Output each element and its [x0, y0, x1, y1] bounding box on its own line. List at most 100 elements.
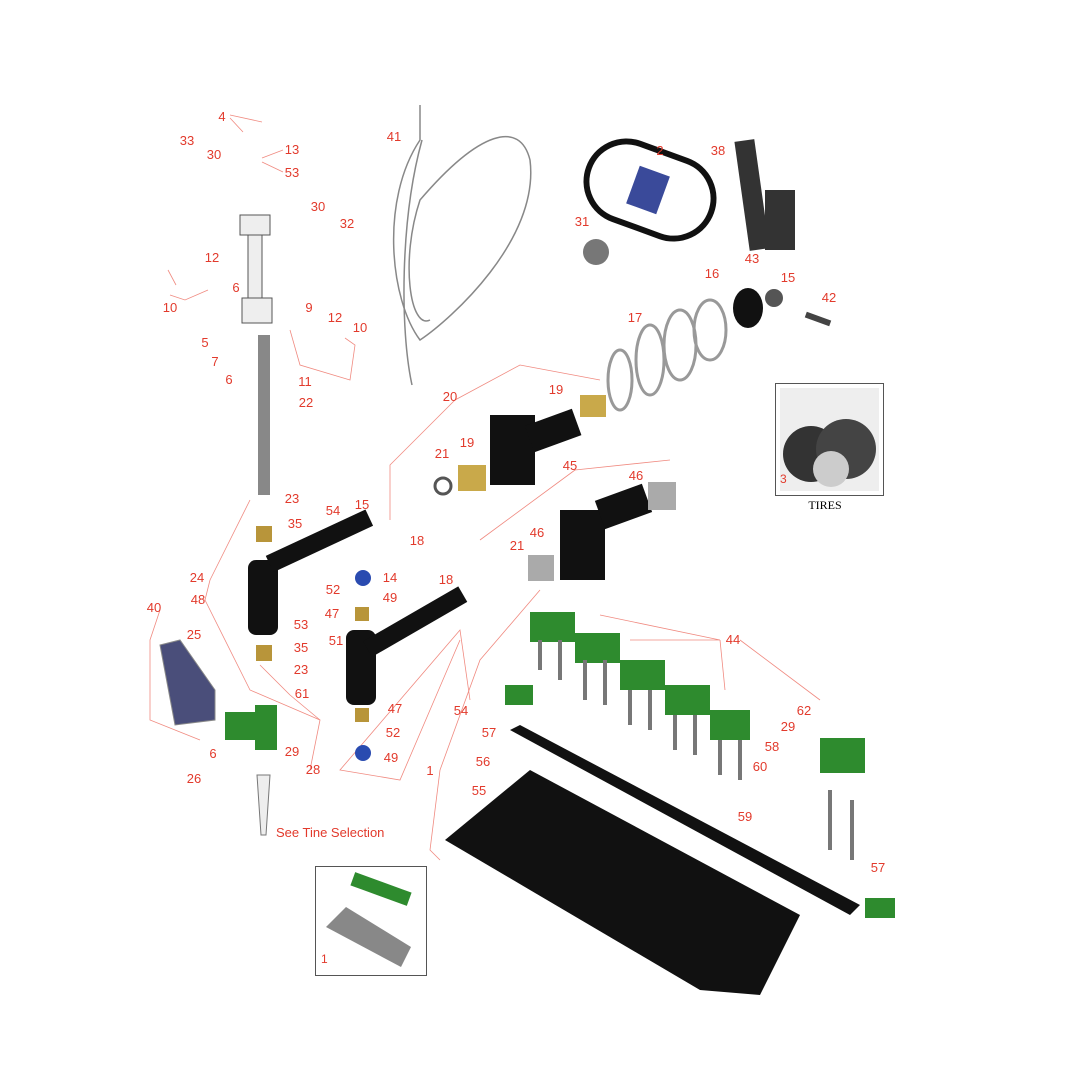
callout-19: 19 [549, 382, 563, 397]
callout-32: 32 [340, 216, 354, 231]
callout-18: 18 [439, 572, 453, 587]
callout-6: 6 [225, 372, 232, 387]
callout-58: 58 [765, 739, 779, 754]
tine-holders-44 [530, 612, 865, 773]
belt-label [626, 165, 670, 215]
bracket-61 [225, 705, 277, 750]
callout-55: 55 [472, 783, 486, 798]
callout-41: 41 [387, 129, 401, 144]
callout-2: 2 [656, 143, 663, 158]
callout-44: 44 [726, 632, 740, 647]
washer-21 [433, 476, 453, 496]
callout-47: 47 [325, 606, 339, 621]
bearings-49 [355, 570, 371, 761]
callout-13: 13 [285, 142, 299, 157]
callout-35: 35 [294, 640, 308, 655]
callout-11: 11 [298, 374, 312, 389]
callout-15: 15 [781, 270, 795, 285]
chain-38 [734, 139, 795, 251]
guard-40 [159, 639, 216, 726]
strip-56 [510, 725, 860, 915]
callout-43: 43 [745, 251, 759, 266]
callout-1: 1 [426, 763, 433, 778]
callout-12: 12 [328, 310, 342, 325]
callout-56: 56 [476, 754, 490, 769]
tines-row [538, 640, 854, 860]
callout-45: 45 [563, 458, 577, 473]
callout-48: 48 [191, 592, 205, 607]
callout-30: 30 [311, 199, 325, 214]
callout-28: 28 [306, 762, 320, 777]
callout-52: 52 [386, 725, 400, 740]
assembly-inset[interactable]: 1 [315, 866, 427, 976]
callout-49: 49 [383, 590, 397, 605]
callout-4: 4 [218, 109, 225, 124]
callout-59: 59 [738, 809, 752, 824]
callout-6: 6 [232, 280, 239, 295]
tires-caption: TIRES [808, 498, 842, 512]
callout-10: 10 [353, 320, 367, 335]
callout-23: 23 [294, 662, 308, 677]
tires-image [780, 388, 879, 491]
callout-20: 20 [443, 389, 457, 404]
callout-51: 51 [329, 633, 343, 648]
callout-61: 61 [295, 686, 309, 701]
callout-10: 10 [163, 300, 177, 315]
callout-5: 5 [201, 335, 208, 350]
callout-17: 17 [628, 310, 642, 325]
tires-inset-number: 3 [780, 472, 787, 486]
callout-6: 6 [209, 746, 216, 761]
leader-lines [149, 114, 821, 861]
tires-inset[interactable]: 3 [775, 383, 884, 496]
callout-46: 46 [629, 468, 643, 483]
callout-26: 26 [187, 771, 201, 786]
callout-18: 18 [410, 533, 424, 548]
clip-57 [505, 685, 895, 918]
mount-45 [560, 483, 653, 580]
bushing-46b [528, 555, 554, 581]
callout-46: 46 [530, 525, 544, 540]
bronze-bushings [256, 526, 369, 722]
mount-20 [490, 408, 582, 485]
callout-53: 53 [285, 165, 299, 180]
callout-12: 12 [205, 250, 219, 265]
belt-2 [583, 138, 717, 242]
callout-52: 52 [326, 582, 340, 597]
callout-23: 23 [285, 491, 299, 506]
assembly-thumbnail [326, 872, 412, 967]
callout-9: 9 [305, 300, 312, 315]
bushing-15 [765, 289, 783, 307]
callout-14: 14 [383, 570, 397, 585]
bushing-19 [580, 395, 606, 417]
rake-55 [445, 770, 800, 995]
callout-49: 49 [384, 750, 398, 765]
callout-29: 29 [285, 744, 299, 759]
callout-21: 21 [510, 538, 524, 553]
callout-62: 62 [797, 703, 811, 718]
callout-57: 57 [482, 725, 496, 740]
cable-41 [392, 105, 532, 386]
plate-16 [733, 288, 763, 328]
callout-38: 38 [711, 143, 725, 158]
callout-25: 25 [187, 627, 201, 642]
assembly-inset-number: 1 [321, 952, 328, 966]
callout-40: 40 [147, 600, 161, 615]
callout-54: 54 [454, 703, 468, 718]
callout-47: 47 [388, 701, 402, 716]
callout-53: 53 [294, 617, 308, 632]
callout-30: 30 [207, 147, 221, 162]
callout-29: 29 [781, 719, 795, 734]
callout-21: 21 [435, 446, 449, 461]
callout-54: 54 [326, 503, 340, 518]
callout-60: 60 [753, 759, 767, 774]
callout-16: 16 [705, 266, 719, 281]
spring-17 [606, 298, 728, 412]
callout-7: 7 [211, 354, 218, 369]
callout-42: 42 [822, 290, 836, 305]
callout-15: 15 [355, 497, 369, 512]
callout-33: 33 [180, 133, 194, 148]
tine-selection-note[interactable]: See Tine Selection [276, 825, 385, 840]
bushing-46 [648, 482, 676, 510]
